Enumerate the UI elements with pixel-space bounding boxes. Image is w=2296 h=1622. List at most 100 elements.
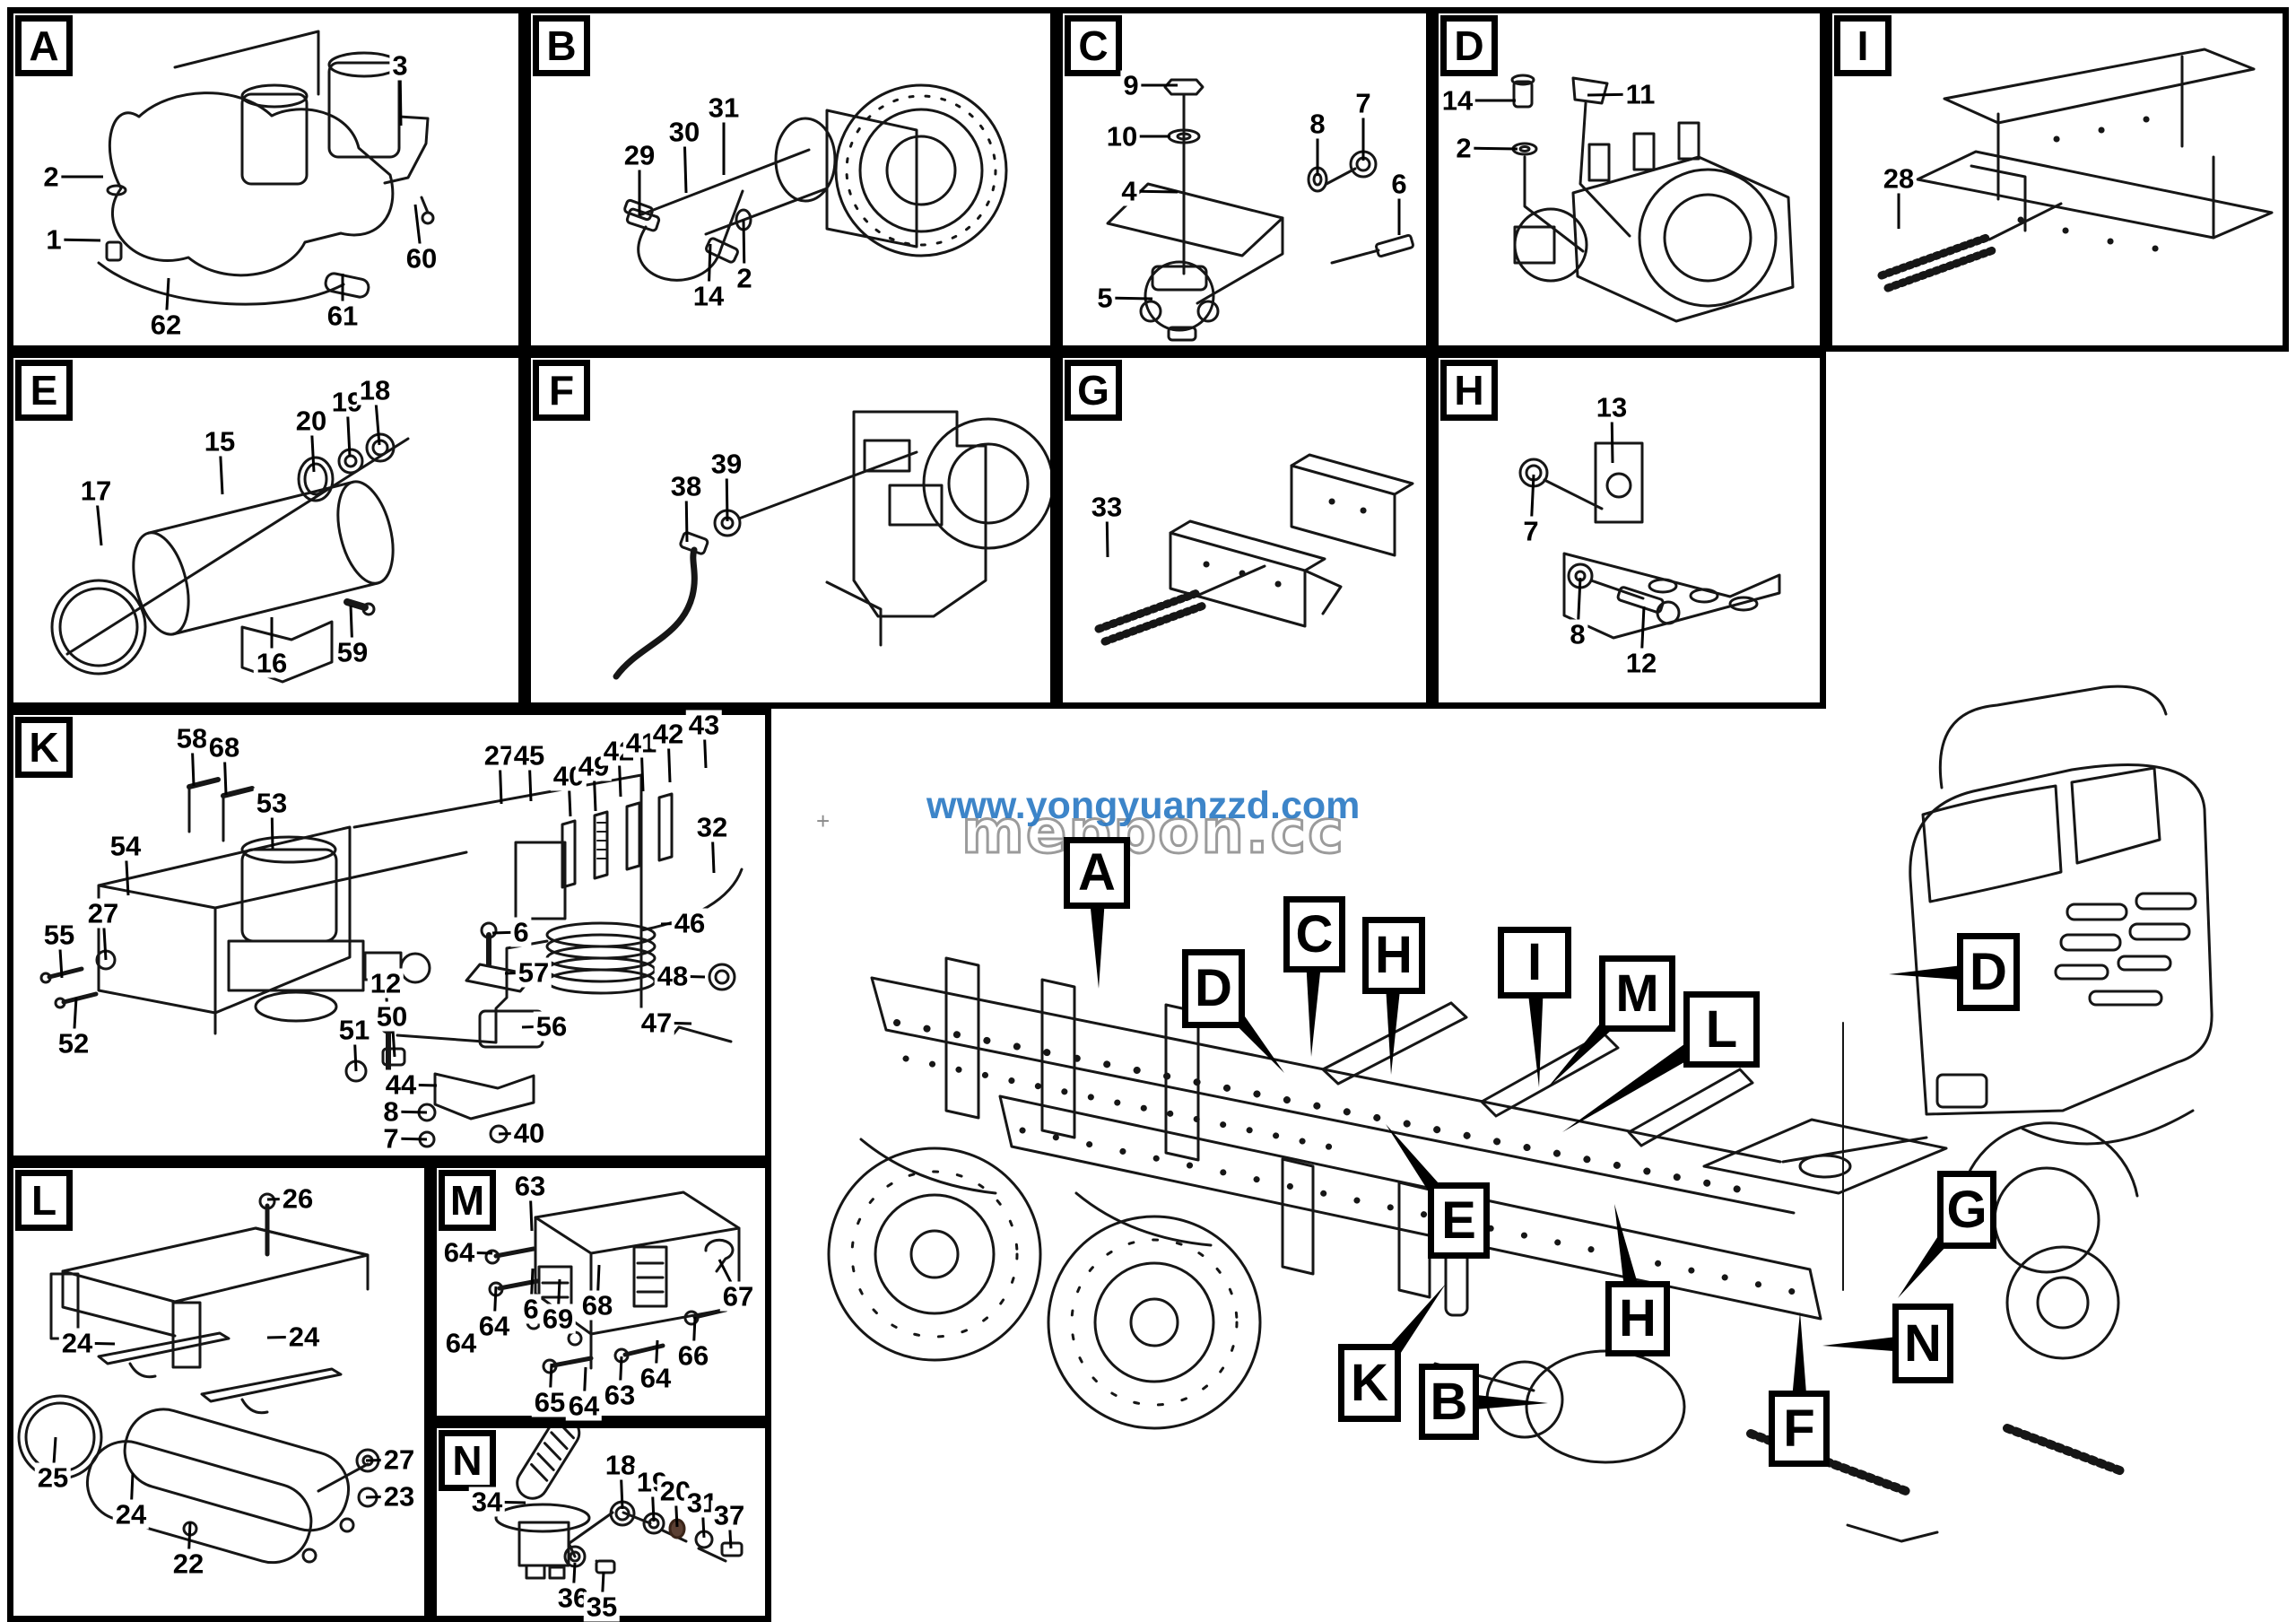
location-callout-D: D	[1182, 949, 1245, 1028]
part-number-66: 66	[674, 1340, 712, 1371]
part-number-3: 3	[389, 50, 411, 81]
part-number-43: 43	[685, 710, 723, 740]
location-callout-F: F	[1769, 1391, 1830, 1467]
part-number-42: 42	[649, 719, 687, 749]
location-callout-C: C	[1283, 896, 1345, 972]
panel-A-sketch	[97, 30, 435, 306]
location-callout-E: E	[1428, 1182, 1490, 1259]
part-number-23: 23	[380, 1481, 418, 1512]
part-number-52: 52	[55, 1028, 92, 1059]
location-callout-I: I	[1498, 927, 1571, 998]
part-number-2: 2	[734, 263, 755, 293]
part-number-50: 50	[373, 1001, 411, 1032]
panel-letter-F: F	[533, 360, 590, 421]
panel-G: G	[1057, 352, 1432, 709]
panel-B: B	[525, 7, 1057, 352]
panel-letter-N: N	[439, 1430, 496, 1491]
part-number-39: 39	[708, 449, 745, 479]
location-callout-N: N	[1892, 1304, 1953, 1383]
part-number-58: 58	[173, 723, 211, 754]
part-number-20: 20	[292, 406, 330, 436]
part-number-56: 56	[533, 1011, 570, 1042]
watermark-plus-mark: +	[816, 807, 831, 834]
part-number-10: 10	[1103, 121, 1141, 152]
part-number-61: 61	[324, 301, 361, 331]
part-number-64: 64	[442, 1328, 480, 1358]
part-number-18: 18	[356, 375, 394, 406]
part-number-38: 38	[667, 471, 705, 501]
panel-A: A	[7, 7, 525, 352]
panel-letter-B: B	[533, 15, 590, 76]
part-number-28: 28	[1880, 163, 1918, 194]
panel-G-sketch	[1094, 453, 1414, 646]
part-number-11: 11	[1622, 79, 1658, 109]
part-number-37: 37	[710, 1500, 748, 1530]
part-number-7: 7	[380, 1123, 402, 1154]
part-number-9: 9	[1120, 70, 1142, 100]
part-number-15: 15	[201, 426, 239, 457]
part-number-54: 54	[107, 831, 144, 861]
part-number-64: 64	[637, 1363, 674, 1393]
part-number-2: 2	[40, 161, 62, 192]
part-number-57: 57	[515, 957, 552, 988]
part-number-64: 64	[565, 1391, 603, 1421]
part-number-6: 6	[510, 917, 532, 947]
part-number-32: 32	[693, 812, 731, 842]
part-number-7: 7	[1352, 88, 1374, 118]
part-number-8: 8	[380, 1096, 402, 1127]
location-callout-H: H	[1605, 1281, 1670, 1356]
part-number-8: 8	[1307, 109, 1328, 139]
part-number-14: 14	[690, 281, 727, 311]
location-callout-M: M	[1599, 955, 1675, 1032]
part-number-64: 64	[440, 1237, 478, 1268]
panel-letter-G: G	[1065, 360, 1122, 421]
part-number-62: 62	[147, 310, 185, 340]
part-number-17: 17	[77, 475, 115, 506]
location-callout-A: A	[1064, 837, 1130, 909]
location-callout-G: G	[1937, 1171, 1996, 1249]
part-number-1: 1	[43, 224, 65, 255]
part-number-2: 2	[1453, 133, 1474, 163]
part-number-26: 26	[279, 1183, 317, 1214]
part-number-8: 8	[1567, 619, 1588, 650]
part-number-31: 31	[705, 92, 743, 123]
location-callout-H: H	[1362, 917, 1425, 994]
part-number-68: 68	[205, 732, 243, 763]
part-number-69: 69	[539, 1304, 577, 1334]
part-number-46: 46	[671, 908, 709, 938]
panel-letter-A: A	[15, 15, 73, 76]
part-number-24: 24	[58, 1328, 96, 1358]
part-number-49: 49	[575, 751, 613, 781]
panel-N-sketch	[494, 1428, 744, 1580]
part-number-20: 20	[657, 1476, 694, 1506]
panel-E-sketch	[50, 432, 410, 684]
part-number-63: 63	[601, 1380, 639, 1410]
panel-letter-L: L	[15, 1170, 73, 1231]
part-number-59: 59	[334, 637, 371, 667]
panel-B-sketch	[623, 83, 1008, 282]
location-callout-L: L	[1683, 991, 1760, 1068]
part-number-25: 25	[34, 1462, 72, 1493]
watermark-outline-text: meppon.cc	[961, 796, 1345, 868]
panel-D-sketch	[1510, 74, 1795, 323]
part-number-22: 22	[170, 1548, 207, 1579]
panel-letter-M: M	[439, 1170, 496, 1231]
part-number-30: 30	[665, 117, 703, 147]
part-number-14: 14	[1439, 85, 1476, 116]
watermark-url-text: www.yongyuanzzd.com	[926, 784, 1361, 827]
part-number-6: 6	[1388, 169, 1410, 199]
part-number-13: 13	[1593, 392, 1631, 423]
location-callout-D: D	[1957, 933, 2020, 1011]
panel-letter-H: H	[1440, 360, 1498, 421]
part-number-51: 51	[335, 1015, 373, 1045]
part-number-5: 5	[1094, 283, 1116, 313]
part-number-24: 24	[112, 1499, 150, 1530]
part-number-27: 27	[380, 1444, 418, 1475]
panel-L: L	[7, 1162, 430, 1622]
part-number-24: 24	[285, 1321, 323, 1352]
part-number-65: 65	[531, 1387, 569, 1417]
part-number-4: 4	[1118, 176, 1140, 206]
part-number-18: 18	[602, 1450, 639, 1480]
panel-letter-I: I	[1834, 15, 1892, 76]
